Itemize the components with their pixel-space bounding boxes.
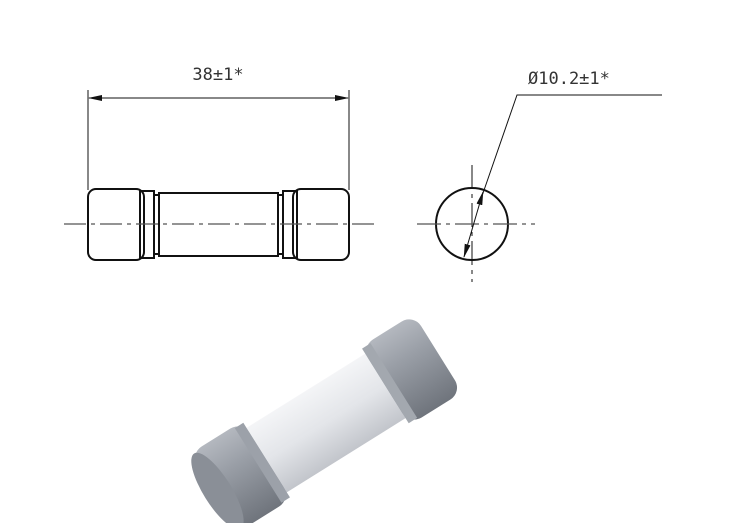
diameter-arrow bbox=[463, 191, 484, 258]
fuse-3d-render bbox=[191, 319, 458, 523]
3d-left-face bbox=[191, 452, 244, 523]
leader-line bbox=[481, 94, 662, 197]
length-dimension-text: 38±1* bbox=[192, 65, 243, 85]
3d-left-ring bbox=[234, 422, 290, 503]
end-view bbox=[417, 94, 662, 282]
3d-left-cap bbox=[194, 426, 286, 523]
3d-right-cap bbox=[366, 319, 458, 420]
side-view bbox=[64, 90, 374, 261]
3d-body bbox=[242, 351, 410, 495]
3d-right-ring bbox=[362, 343, 418, 424]
diameter-dimension-text: Ø10.2±1* bbox=[528, 69, 610, 89]
